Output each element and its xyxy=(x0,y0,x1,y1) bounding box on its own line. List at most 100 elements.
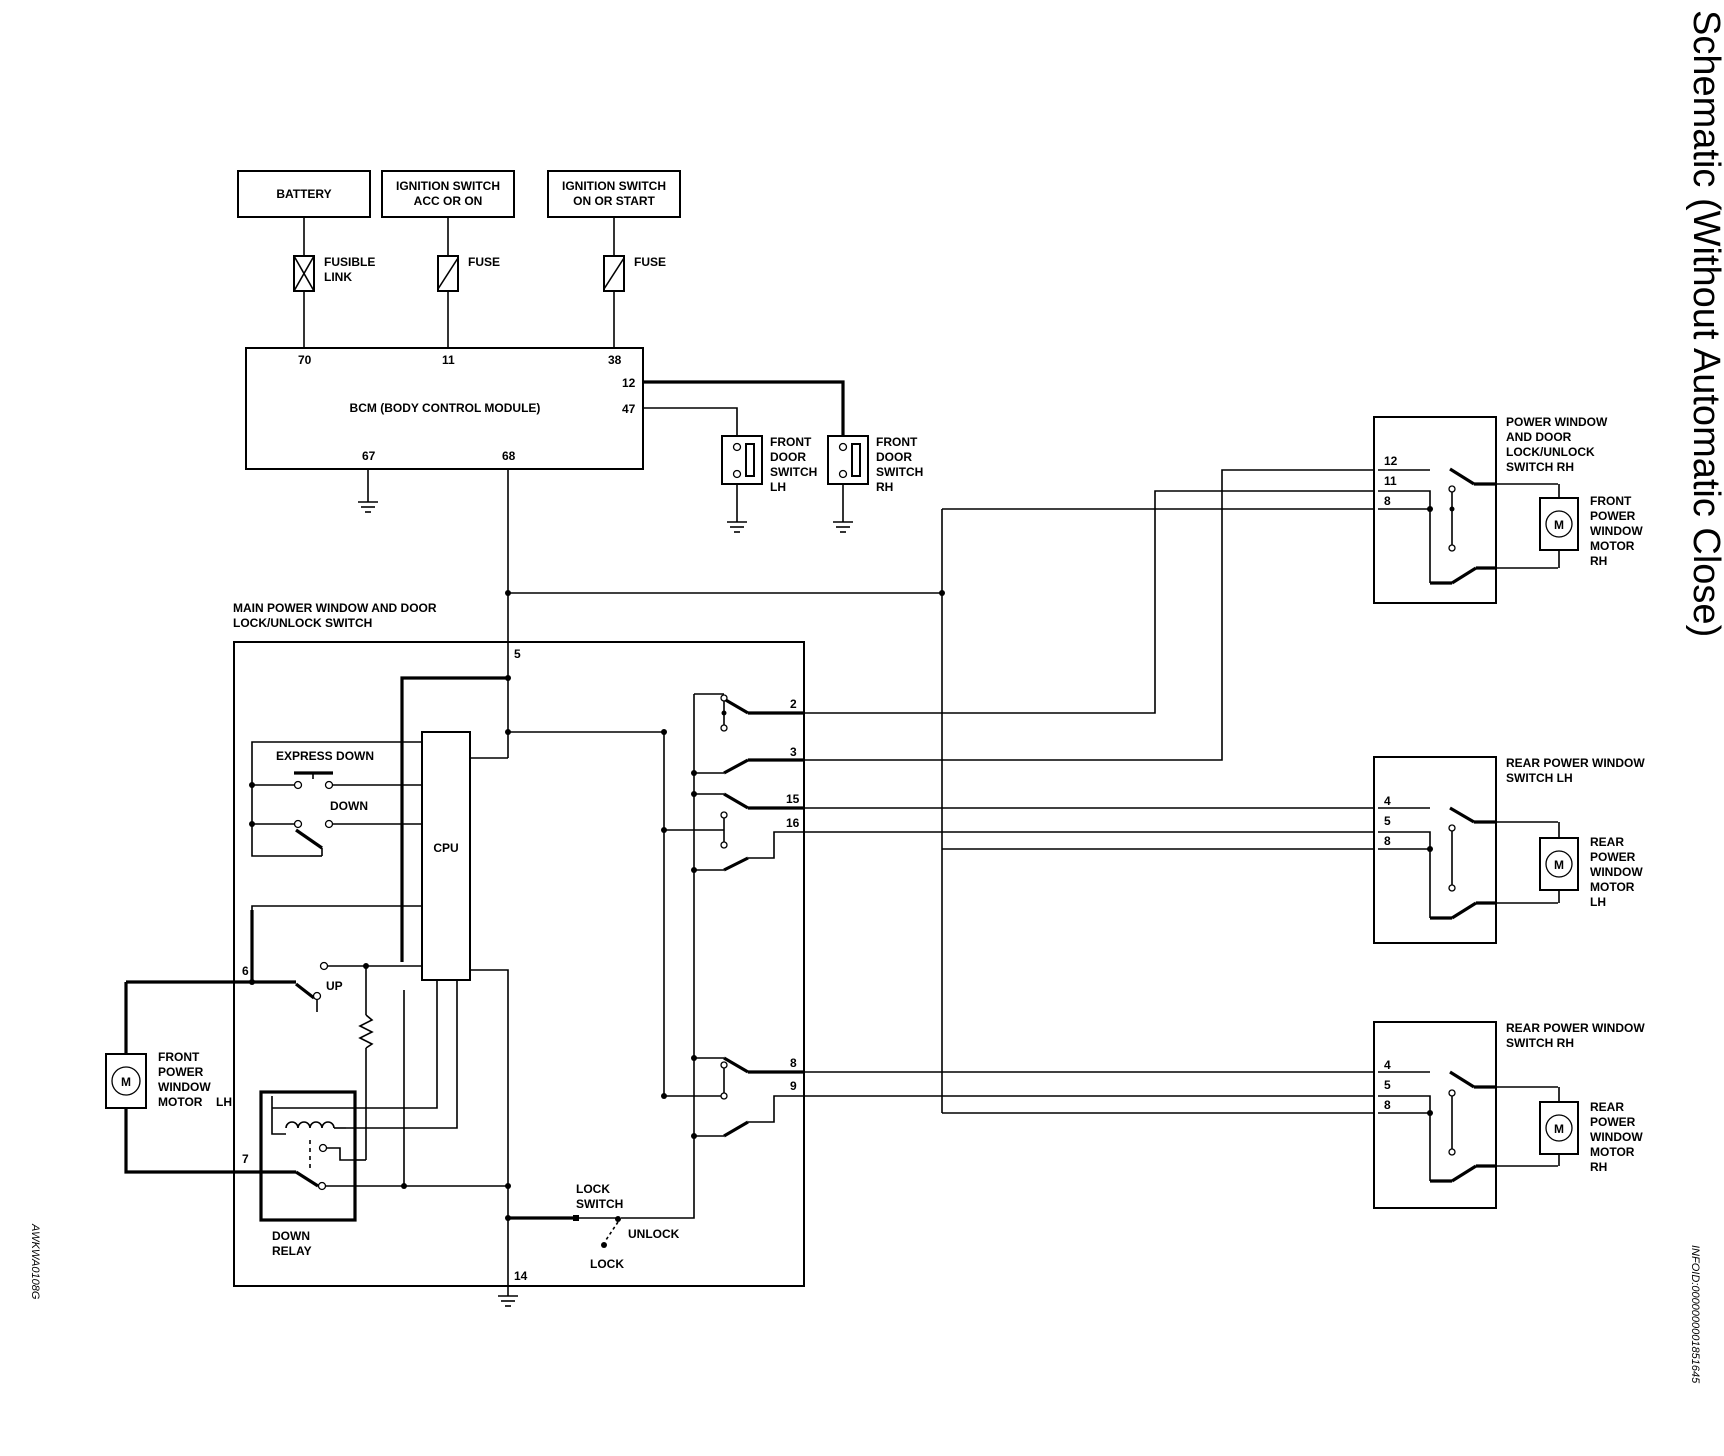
main-pin-9: 9 xyxy=(790,1079,797,1093)
page-title: Schematic (Without Automatic Close) xyxy=(1685,10,1724,637)
motor-rear-lh-label-3: WINDOW xyxy=(1590,865,1643,879)
down-relay-box xyxy=(259,1090,357,1222)
battery-label: BATTERY xyxy=(276,187,331,201)
rear-rh-pin-4: 4 xyxy=(1384,1058,1391,1072)
down-label: DOWN xyxy=(330,799,368,813)
fuse-label-2: FUSE xyxy=(634,255,666,269)
bcm-pin-11: 11 xyxy=(442,353,455,367)
bcm-label: BCM (BODY CONTROL MODULE) xyxy=(350,401,541,415)
door-lh-label-3: SWITCH xyxy=(770,465,817,479)
motor-lh-label-3: WINDOW xyxy=(158,1080,211,1094)
rear-motor-lh: M xyxy=(1539,822,1579,903)
bcm-pin-68: 68 xyxy=(502,449,516,463)
express-down-label: EXPRESS DOWN xyxy=(276,749,374,763)
motor-lh-label-2: POWER xyxy=(158,1065,204,1079)
main-switch-title-1: MAIN POWER WINDOW AND DOOR xyxy=(233,601,437,615)
main-pin-7: 7 xyxy=(242,1152,249,1166)
pw-rh-label-2: AND DOOR xyxy=(1506,430,1572,444)
front-door-switch-rh xyxy=(827,435,869,533)
pw-switch-rh-box xyxy=(1373,416,1497,604)
lock-label: LOCK xyxy=(590,1257,624,1271)
ignition-switch-acc-box: IGNITION SWITCH ACC OR ON xyxy=(381,170,515,218)
door-lh-label-1: FRONT xyxy=(770,435,812,449)
front-motor-lh: M xyxy=(105,1053,147,1109)
motor-rear-rh-label-2: POWER xyxy=(1590,1115,1636,1129)
bcm-box: 70 11 38 12 47 BCM (BODY CONTROL MODULE)… xyxy=(245,347,644,470)
motor-rear-rh-label-1: REAR xyxy=(1590,1100,1624,1114)
motor-rear-lh-m-symbol: M xyxy=(1554,858,1564,872)
rear-lh-pin-5: 5 xyxy=(1384,814,1391,828)
motor-rear-rh-m-symbol: M xyxy=(1554,1122,1564,1136)
main-pin-14: 14 xyxy=(514,1269,528,1283)
motor-rear-rh-label-5: RH xyxy=(1590,1160,1607,1174)
bcm-pin-38: 38 xyxy=(608,353,622,367)
pw-rh-label-1: POWER WINDOW xyxy=(1506,415,1608,429)
cpu-box xyxy=(421,731,471,981)
doc-id: INFOID:0000000001851645 xyxy=(1689,1245,1701,1384)
door-rh-label-3: SWITCH xyxy=(876,465,923,479)
ign-start-label-2: ON OR START xyxy=(573,194,655,208)
fuse-icon xyxy=(437,255,459,292)
up-label: UP xyxy=(326,979,343,993)
motor-lh-label-1: FRONT xyxy=(158,1050,200,1064)
ignition-switch-start-box: IGNITION SWITCH ON OR START xyxy=(547,170,681,218)
fuse-icon xyxy=(603,255,625,292)
rear-lh-pin-8: 8 xyxy=(1384,834,1391,848)
pw-rh-label-3: LOCK/UNLOCK xyxy=(1506,445,1595,459)
motor-rear-lh-label-2: POWER xyxy=(1590,850,1636,864)
pw-rh-label-4: SWITCH RH xyxy=(1506,460,1574,474)
motor-front-rh-label-2: POWER xyxy=(1590,509,1636,523)
motor-lh-label-4: MOTOR xyxy=(158,1095,203,1109)
main-switch-box xyxy=(233,641,805,1287)
rear-lh-label-1: REAR POWER WINDOW xyxy=(1506,756,1645,770)
rear-switch-lh-box xyxy=(1373,756,1497,944)
figure-code: AWKWA0108G xyxy=(29,1223,41,1300)
motor-front-rh-label-3: WINDOW xyxy=(1590,524,1643,538)
main-pin-8: 8 xyxy=(790,1056,797,1070)
rear-rh-label-2: SWITCH RH xyxy=(1506,1036,1574,1050)
motor-front-rh-label-4: MOTOR xyxy=(1590,539,1635,553)
motor-rear-lh-label-4: MOTOR xyxy=(1590,880,1635,894)
lock-switch-label-2: SWITCH xyxy=(576,1197,623,1211)
rear-rh-pin-5: 5 xyxy=(1384,1078,1391,1092)
pw-rh-pin-12: 12 xyxy=(1384,454,1398,468)
rear-switch-rh-box xyxy=(1373,1021,1497,1209)
pw-rh-pin-8: 8 xyxy=(1384,494,1391,508)
motor-front-rh-label-1: FRONT xyxy=(1590,494,1632,508)
motor-rear-rh-label-3: WINDOW xyxy=(1590,1130,1643,1144)
motor-rear-rh-label-4: MOTOR xyxy=(1590,1145,1635,1159)
motor-front-rh-m-symbol: M xyxy=(1554,518,1564,532)
ground-icon xyxy=(358,501,378,513)
motor-lh-m-symbol: M xyxy=(121,1075,131,1089)
bcm-pin-47: 47 xyxy=(622,402,636,416)
door-lh-label-4: LH xyxy=(770,480,786,494)
rear-motor-rh: M xyxy=(1539,1087,1579,1166)
front-door-switch-lh xyxy=(721,435,763,533)
door-rh-label-1: FRONT xyxy=(876,435,918,449)
rear-lh-pin-4: 4 xyxy=(1384,794,1391,808)
ground-icon xyxy=(498,1295,518,1307)
cpu-label: CPU xyxy=(433,841,458,855)
lock-switch-label-1: LOCK xyxy=(576,1182,610,1196)
motor-rear-lh-label-5: LH xyxy=(1590,895,1606,909)
door-lh-label-2: DOOR xyxy=(770,450,806,464)
motor-rear-lh-label-1: REAR xyxy=(1590,835,1624,849)
door-rh-label-2: DOOR xyxy=(876,450,912,464)
down-relay-label-1: DOWN xyxy=(272,1229,310,1243)
pw-rh-pin-11: 11 xyxy=(1384,474,1397,488)
unlock-label: UNLOCK xyxy=(628,1227,680,1241)
down-relay-label-2: RELAY xyxy=(272,1244,312,1258)
main-pin-15: 15 xyxy=(786,792,800,806)
front-motor-rh: M xyxy=(1539,484,1579,568)
fusible-label-1: FUSIBLE xyxy=(324,255,375,269)
fusible-link-icon xyxy=(293,255,315,292)
rear-rh-pin-8: 8 xyxy=(1384,1098,1391,1112)
ign-start-label-1: IGNITION SWITCH xyxy=(562,179,666,193)
bcm-pin-12: 12 xyxy=(622,376,636,390)
motor-front-rh-label-5: RH xyxy=(1590,554,1607,568)
main-pin-16: 16 xyxy=(786,816,800,830)
rear-rh-label-1: REAR POWER WINDOW xyxy=(1506,1021,1645,1035)
fusible-label-2: LINK xyxy=(324,270,352,284)
